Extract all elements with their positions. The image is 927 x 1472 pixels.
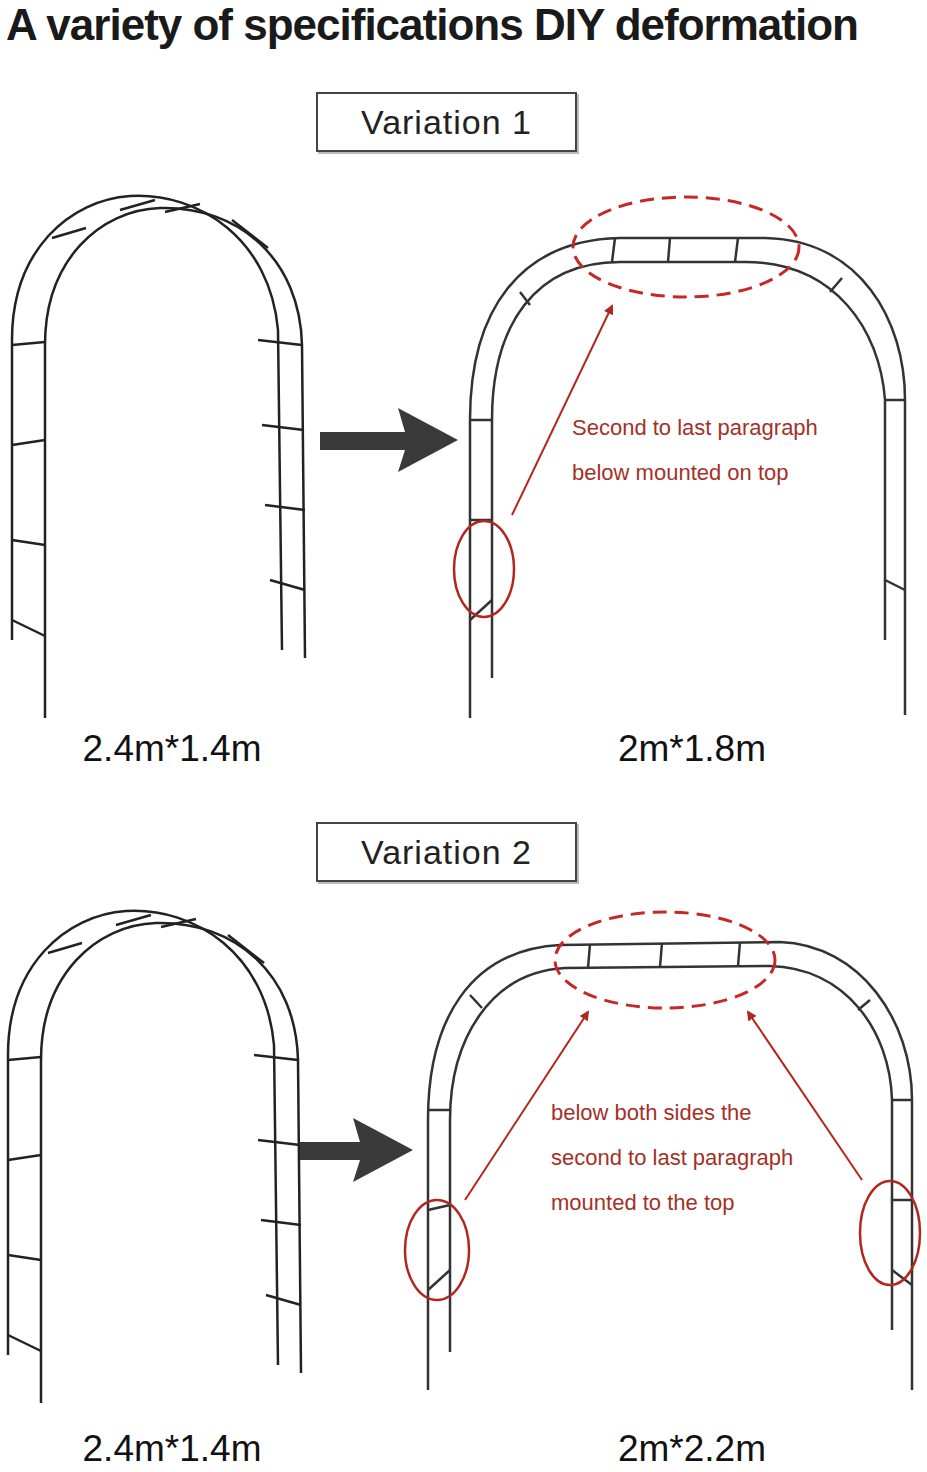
caption-box: Variation 1 bbox=[316, 92, 577, 152]
dimension-label: 2m*1.8m bbox=[618, 728, 766, 770]
highlight-ellipse bbox=[454, 521, 514, 617]
pointer-arrow bbox=[300, 1118, 413, 1182]
arch-before bbox=[8, 911, 301, 1403]
highlight-ellipse bbox=[573, 197, 799, 297]
dimension-label: 2.4m*1.4m bbox=[83, 1428, 262, 1470]
arch-before bbox=[12, 196, 305, 718]
dimension-label: 2m*2.2m bbox=[618, 1428, 766, 1470]
caption-box: Variation 2 bbox=[316, 822, 577, 882]
callout-note: below both sides the second to last para… bbox=[551, 1090, 826, 1225]
highlight-ellipse bbox=[860, 1181, 920, 1285]
box-label: Variation 1 bbox=[361, 103, 532, 142]
title: A variety of specifications DIY deformat… bbox=[6, 0, 858, 50]
callout-note: Second to last paragraph below mounted o… bbox=[572, 405, 862, 495]
highlight-ellipse bbox=[405, 1200, 469, 1300]
box-label: Variation 2 bbox=[361, 833, 532, 872]
arch-after bbox=[470, 238, 905, 718]
pointer-arrow bbox=[320, 408, 458, 472]
highlight-ellipse bbox=[555, 912, 775, 1008]
dimension-label: 2.4m*1.4m bbox=[83, 728, 262, 770]
